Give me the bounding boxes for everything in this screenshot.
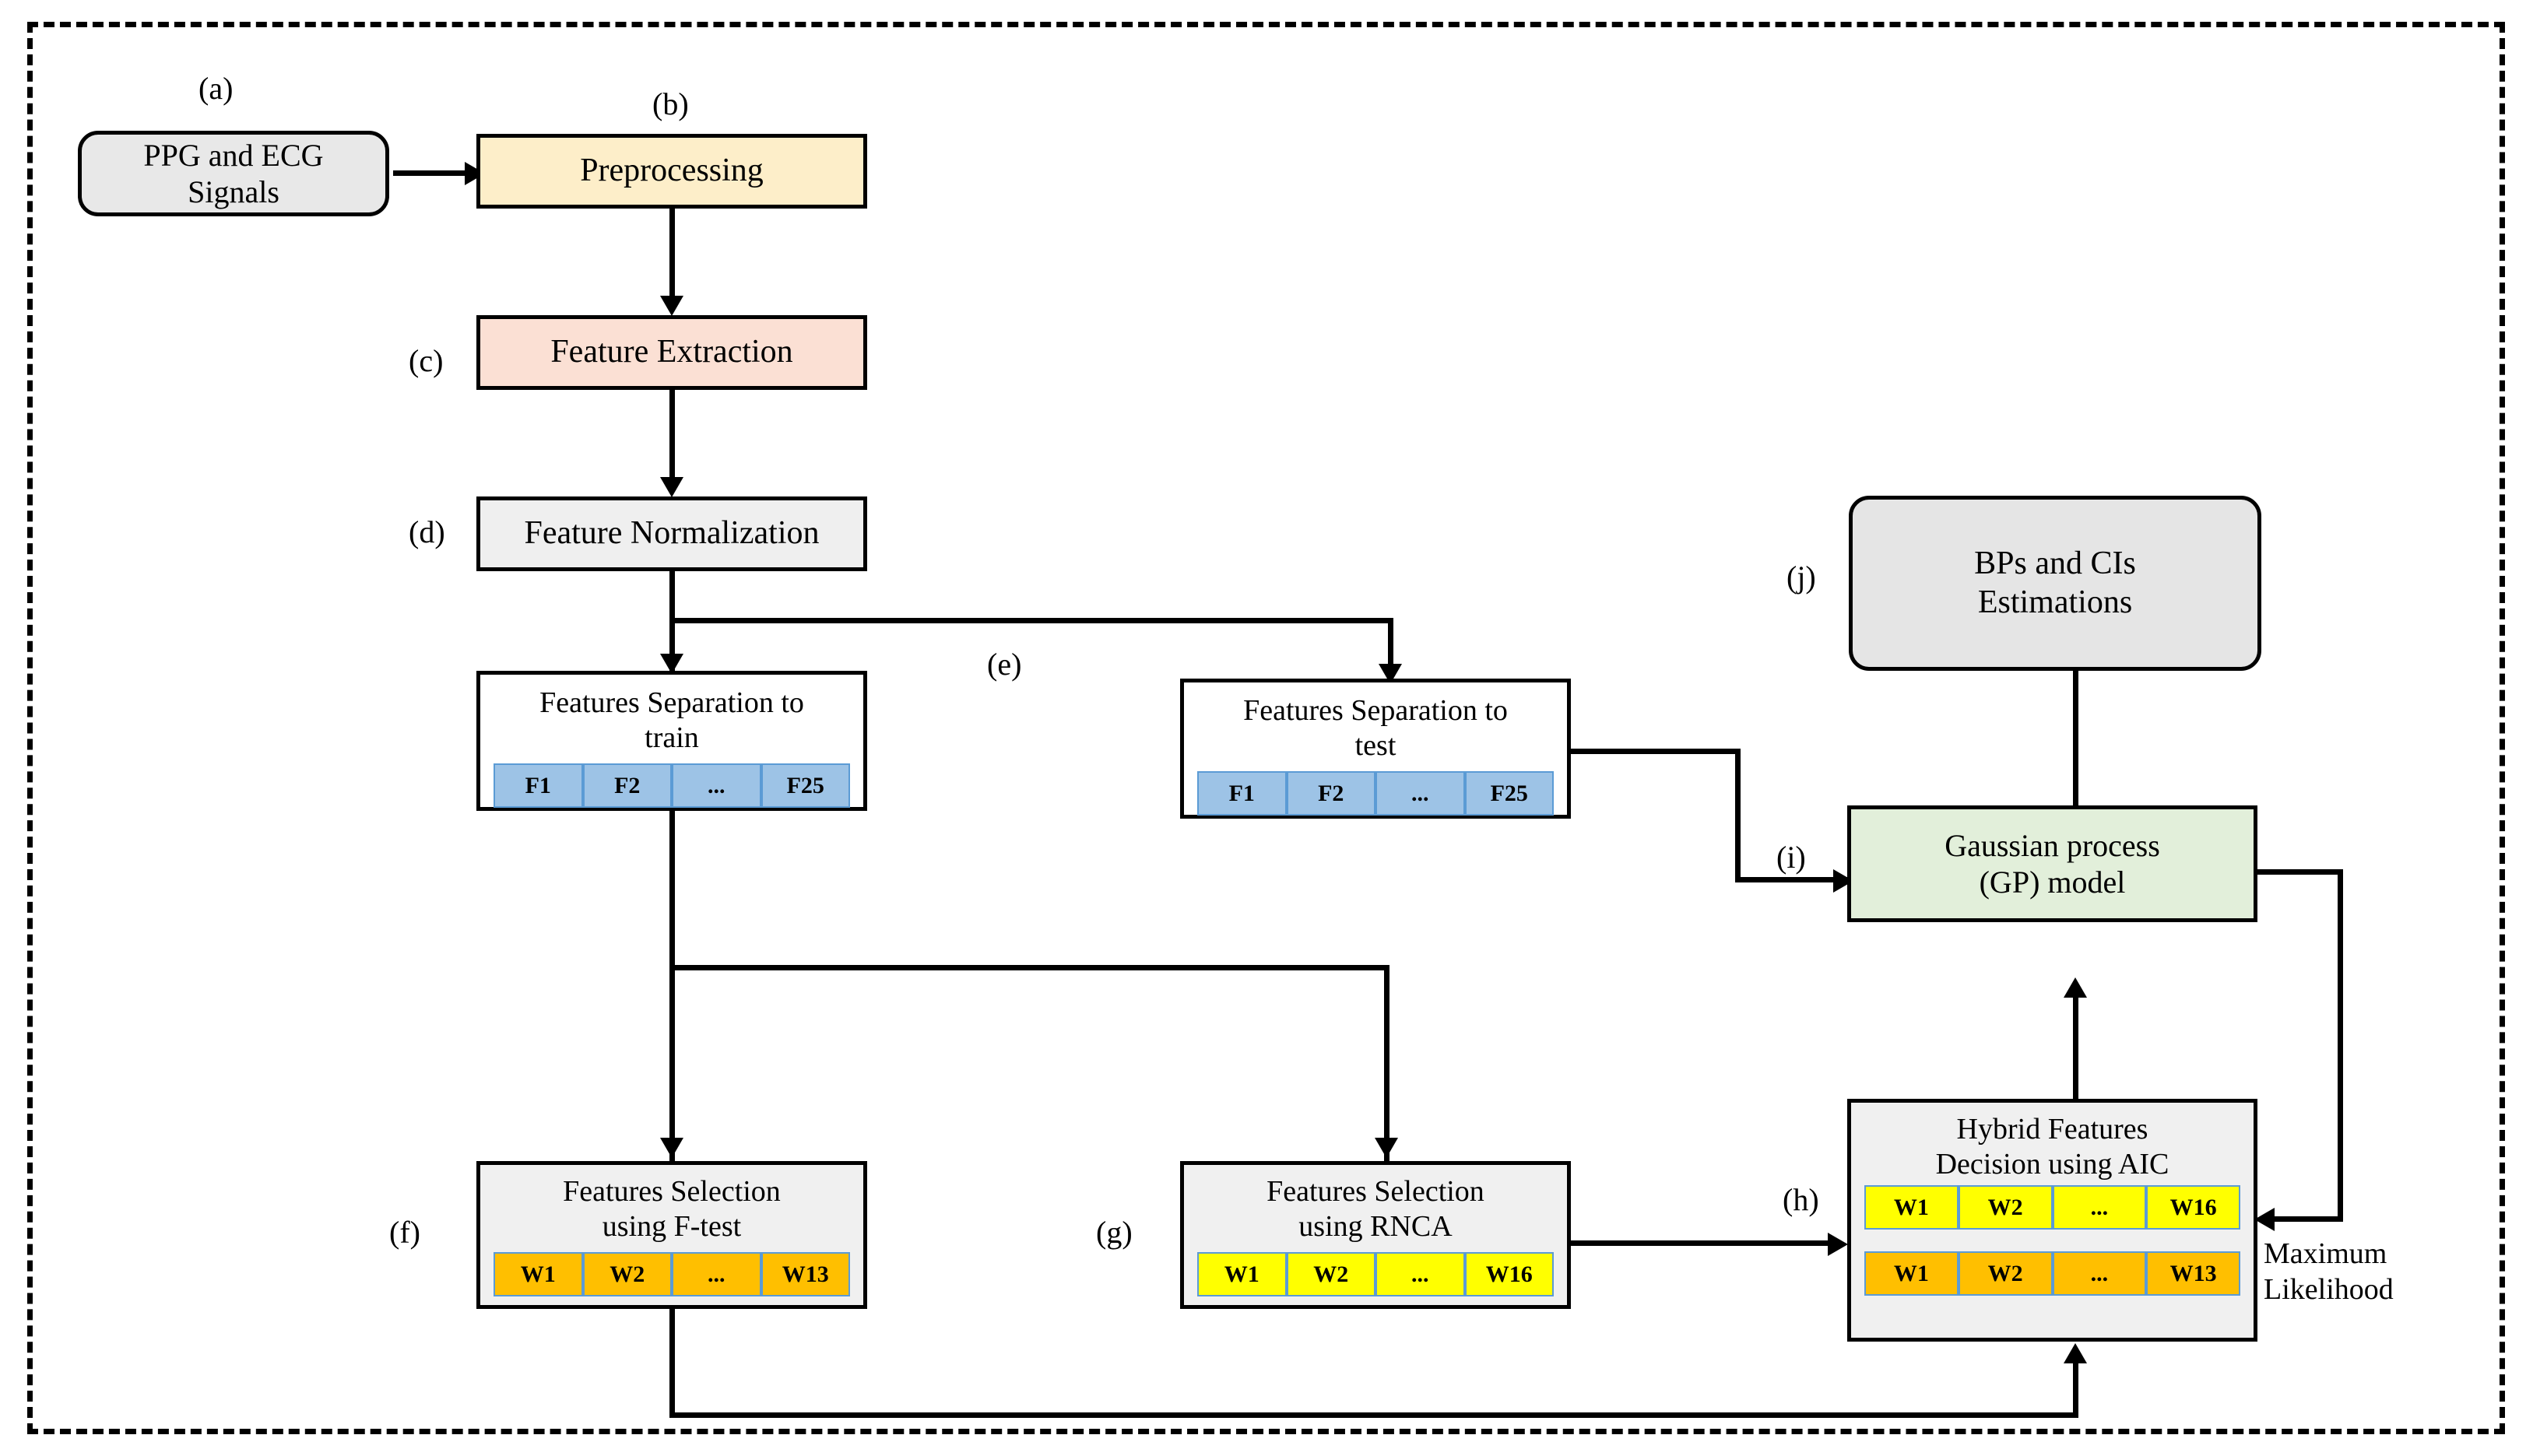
node-preprocessing[interactable]: Preprocessing <box>476 134 867 209</box>
edge-bottom-to-hybrid-vertical <box>2073 1362 2078 1415</box>
edge-test-to-gp-seg3 <box>1735 877 1853 882</box>
node-features-separation-train-label: Features Separation to train <box>539 686 804 754</box>
node-features-separation-test-label: Features Separation to test <box>1243 694 1508 762</box>
test-feature-cells: F1 F2 ... F25 <box>1197 770 1554 816</box>
arrowhead-extraction-to-normalization <box>660 477 683 497</box>
rnca-weight-cell[interactable]: W2 <box>1286 1251 1375 1297</box>
edge-ftest-bottom-vertical <box>669 1309 675 1418</box>
train-feature-cell[interactable]: F1 <box>494 763 583 809</box>
panel-tag-i: (i) <box>1776 840 1806 875</box>
figure-dashed-border <box>27 22 2505 1434</box>
arrowhead-train-to-ftest <box>660 1138 683 1158</box>
edge-hybrid-to-gp <box>2073 996 2078 1099</box>
edge-train-to-rnca-vertical <box>1384 965 1389 1181</box>
node-hybrid-features-aic-label: Hybrid Features Decision using AIC <box>1935 1113 2169 1181</box>
panel-tag-j: (j) <box>1786 560 1816 595</box>
edge-signals-to-preprocessing <box>393 170 479 176</box>
arrowhead-hybrid-to-gp <box>2064 977 2087 998</box>
arrowhead-bottom-to-hybrid <box>2064 1343 2087 1363</box>
train-feature-cells: F1 F2 ... F25 <box>494 763 850 809</box>
panel-tag-e: (e) <box>987 647 1022 682</box>
node-ppg-ecg-signals[interactable]: PPG and ECG Signals <box>78 131 389 216</box>
node-preprocessing-label: Preprocessing <box>580 153 764 189</box>
edge-normalization-to-test-vertical <box>1388 618 1393 679</box>
ftest-weight-cell[interactable]: W2 <box>582 1251 672 1297</box>
rnca-weight-cell[interactable]: ... <box>1375 1251 1465 1297</box>
ftest-weight-cell[interactable]: W13 <box>761 1251 850 1297</box>
edge-test-to-gp-seg2 <box>1735 749 1741 882</box>
panel-tag-a: (a) <box>198 71 234 106</box>
ftest-weight-cell[interactable]: ... <box>672 1251 761 1297</box>
edge-rnca-to-hybrid <box>1571 1240 1836 1246</box>
rnca-weight-cell[interactable]: W1 <box>1197 1251 1287 1297</box>
panel-tag-h: (h) <box>1783 1182 1819 1217</box>
edge-gp-to-output <box>2073 669 2078 808</box>
panel-tag-b: (b) <box>652 86 689 121</box>
edge-preprocessing-to-extraction <box>669 209 675 308</box>
hybrid-weight-cell-bottom[interactable]: ... <box>2052 1251 2147 1296</box>
train-feature-cell[interactable]: F2 <box>582 763 672 809</box>
node-ppg-ecg-signals-label: PPG and ECG Signals <box>143 137 324 209</box>
node-feature-extraction-label: Feature Extraction <box>550 334 793 370</box>
node-gaussian-process-model-label: Gaussian process (GP) model <box>1945 827 2160 900</box>
test-feature-cell[interactable]: F25 <box>1464 770 1554 816</box>
arrowhead-normalization-to-train <box>660 654 683 674</box>
hybrid-weight-cell-top[interactable]: W2 <box>1958 1184 2053 1230</box>
train-feature-cell[interactable]: ... <box>672 763 761 809</box>
arrowhead-gp-feedback-to-hybrid <box>2254 1208 2275 1231</box>
test-feature-cell[interactable]: ... <box>1375 770 1465 816</box>
edge-gp-feedback-seg3 <box>2275 1216 2343 1222</box>
edge-gp-feedback-seg1 <box>2257 869 2343 875</box>
node-feature-normalization-label: Feature Normalization <box>524 515 820 552</box>
hybrid-weight-cell-bottom[interactable]: W13 <box>2146 1251 2240 1296</box>
hybrid-weight-cell-top[interactable]: ... <box>2052 1184 2147 1230</box>
ftest-weight-cells: W1 W2 ... W13 <box>494 1251 850 1297</box>
node-features-selection-ftest[interactable]: Features Selection using F-test W1 W2 ..… <box>476 1161 867 1309</box>
node-bps-cis-estimations[interactable]: BPs and CIs Estimations <box>1849 496 2261 671</box>
node-features-separation-train[interactable]: Features Separation to train F1 F2 ... F… <box>476 671 867 811</box>
edge-gp-feedback-seg2 <box>2338 869 2343 1222</box>
arrowhead-rnca-to-hybrid <box>1828 1233 1848 1256</box>
ftest-weight-cell[interactable]: W1 <box>494 1251 583 1297</box>
hybrid-weight-cell-top[interactable]: W1 <box>1864 1184 1959 1230</box>
node-hybrid-features-aic[interactable]: Hybrid Features Decision using AIC W1 W2… <box>1847 1099 2257 1342</box>
node-features-separation-test[interactable]: Features Separation to test F1 F2 ... F2… <box>1180 679 1571 819</box>
panel-tag-f: (f) <box>389 1215 420 1250</box>
node-features-selection-ftest-label: Features Selection using F-test <box>563 1175 781 1243</box>
node-gaussian-process-model[interactable]: Gaussian process (GP) model <box>1847 805 2257 922</box>
edge-train-trunk-vertical <box>669 811 675 1181</box>
node-bps-cis-estimations-label: BPs and CIs Estimations <box>1974 545 2136 620</box>
arrowhead-train-to-rnca <box>1375 1138 1398 1158</box>
panel-tag-g: (g) <box>1096 1215 1133 1250</box>
node-feature-normalization[interactable]: Feature Normalization <box>476 496 867 571</box>
test-feature-cell[interactable]: F2 <box>1286 770 1375 816</box>
edge-normalization-to-test-horizontal <box>669 618 1393 623</box>
hybrid-weight-cells-bottom: W1 W2 ... W13 <box>1864 1251 2240 1296</box>
panel-tag-c: (c) <box>409 343 444 378</box>
hybrid-weight-cell-bottom[interactable]: W2 <box>1958 1251 2053 1296</box>
node-feature-extraction[interactable]: Feature Extraction <box>476 315 867 390</box>
hybrid-weight-cell-top[interactable]: W16 <box>2146 1184 2240 1230</box>
edge-ftest-bottom-horizontal <box>669 1412 2078 1418</box>
rnca-weight-cell[interactable]: W16 <box>1464 1251 1554 1297</box>
edge-test-to-gp-seg1 <box>1568 749 1741 754</box>
node-features-selection-rnca[interactable]: Features Selection using RNCA W1 W2 ... … <box>1180 1161 1571 1309</box>
rnca-weight-cells: W1 W2 ... W16 <box>1197 1251 1554 1297</box>
edge-extraction-to-normalization <box>669 390 675 489</box>
test-feature-cell[interactable]: F1 <box>1197 770 1287 816</box>
edge-train-to-rnca-horizontal <box>669 965 1389 970</box>
hybrid-weight-cell-bottom[interactable]: W1 <box>1864 1251 1959 1296</box>
node-features-selection-rnca-label: Features Selection using RNCA <box>1267 1175 1484 1243</box>
edge-label-maximum-likelihood: Maximum Likelihood <box>2264 1237 2394 1307</box>
hybrid-weight-cells-top: W1 W2 ... W16 <box>1864 1184 2240 1230</box>
panel-tag-d: (d) <box>409 514 445 549</box>
arrowhead-preprocessing-to-extraction <box>660 296 683 316</box>
train-feature-cell[interactable]: F25 <box>761 763 850 809</box>
